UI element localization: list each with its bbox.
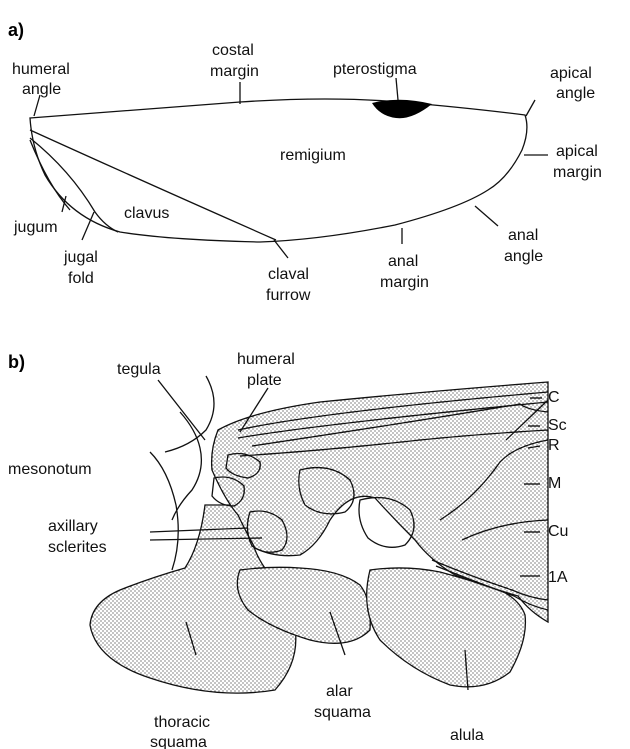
- scutum-edge: [150, 452, 178, 570]
- label-apical-angle: apical angle: [550, 65, 596, 102]
- panel-b-letter: b): [8, 352, 25, 372]
- label-remigium: remigium: [280, 147, 346, 164]
- panel-a-leaders: [34, 78, 548, 258]
- label-vein-cu: Cu: [548, 523, 568, 540]
- label-vein-sc: Sc: [548, 417, 567, 434]
- label-clavus: clavus: [124, 205, 169, 222]
- label-vein-r: R: [548, 437, 560, 454]
- label-jugal-fold: jugal fold: [63, 249, 102, 287]
- label-axillary-sclerites: axillary sclerites: [48, 518, 107, 556]
- label-alula: alula: [450, 727, 484, 744]
- label-alar-squama: alar squama: [314, 683, 371, 721]
- tegula-outline: [172, 412, 201, 520]
- panel-b: b): [8, 351, 568, 749]
- label-vein-m: M: [548, 475, 561, 492]
- label-thoracic-squama: thoracic squama: [150, 714, 214, 749]
- label-anal-angle: anal angle: [504, 227, 543, 265]
- label-costal-margin: costal margin: [210, 42, 259, 80]
- label-jugum: jugum: [13, 219, 58, 236]
- pterostigma-mark: [372, 100, 432, 118]
- label-anal-margin: anal margin: [380, 253, 429, 291]
- label-claval-furrow: claval furrow: [266, 266, 313, 304]
- mesonotum-edge: [165, 376, 214, 452]
- jugal-fold-line: [30, 138, 118, 232]
- label-humeral-plate: humeral plate: [237, 351, 299, 389]
- panel-a-letter: a): [8, 20, 24, 40]
- panel-a: a) humeral angle costal: [8, 20, 602, 304]
- claval-furrow-line: [30, 130, 276, 240]
- label-vein-1a: 1A: [548, 569, 568, 586]
- label-mesonotum: mesonotum: [8, 461, 92, 478]
- label-tegula: tegula: [117, 361, 161, 378]
- label-vein-c: C: [548, 389, 560, 406]
- wing-outline: [30, 99, 527, 242]
- label-pterostigma: pterostigma: [333, 61, 417, 78]
- label-apical-margin: apical margin: [553, 143, 602, 181]
- label-humeral-angle: humeral angle: [12, 61, 74, 98]
